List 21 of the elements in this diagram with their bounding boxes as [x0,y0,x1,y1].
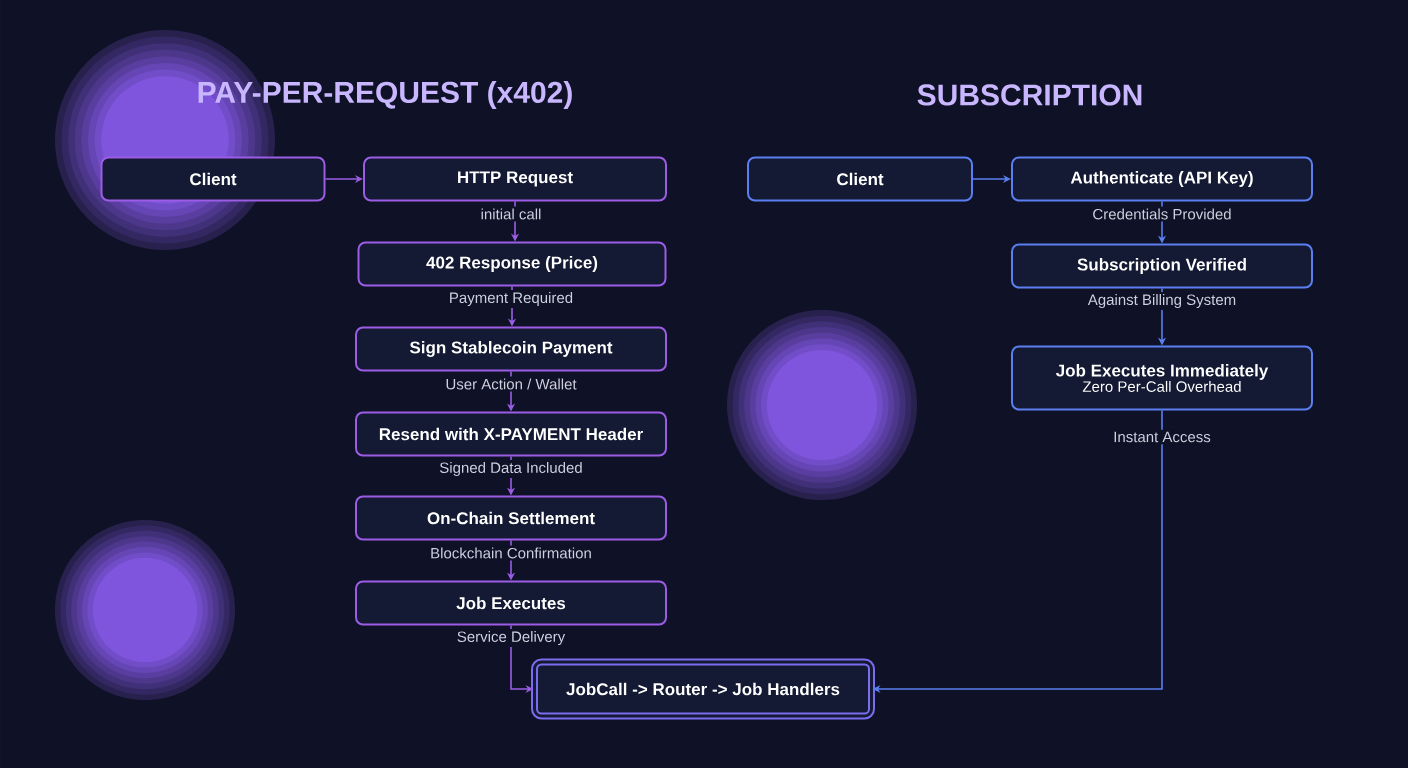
edge-label: Blockchain Confirmation [428,545,594,561]
process-box: JobCall -> Router -> Job Handlers [531,658,875,720]
edge-label: Signed Data Included [437,460,585,478]
edge-label: Credentials Provided [1090,206,1234,222]
process-box: Job Executes Immediately Zero Per-Call Overhead [1011,345,1313,411]
section-title: SUBSCRIPTION [917,84,1142,106]
process-box: Client [100,156,326,202]
edge-label: initial call [478,206,544,222]
edge-label: Against Billing System [1085,292,1239,310]
edge-label: User Action / Wallet [443,376,579,392]
process-box: Sign Stablecoin Payment [355,326,667,372]
process-box: HTTP Request [363,156,667,202]
process-box: Authenticate (API Key) [1011,156,1313,202]
process-box: Job Executes [355,580,667,626]
edge-label: Service Delivery [454,629,568,647]
process-box: On-Chain Settlement [355,495,667,541]
edge-label: Payment Required [446,290,576,308]
process-box: 402 Response (Price) [357,241,667,287]
process-box: Resend with X-PAYMENT Header [355,411,667,457]
process-box: Client [747,156,973,202]
process-box: Subscription Verified [1011,243,1313,289]
